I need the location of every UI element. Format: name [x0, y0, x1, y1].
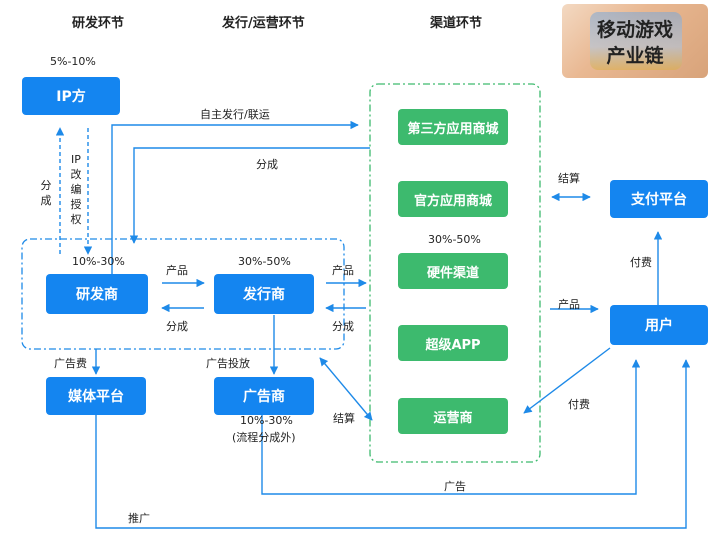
label-dev-pct: 10%-30%	[72, 255, 125, 268]
node-super-app: 超级APP	[398, 325, 508, 361]
label-ad-pct: 10%-30%	[240, 414, 293, 427]
label-ad-pct-note: (流程分成外)	[232, 431, 296, 444]
label-pay-fee: 付费	[630, 256, 652, 269]
label-share-ip: 分成	[40, 179, 52, 207]
badge-line1: 移动游戏	[596, 19, 673, 41]
header-channel: 渠道环节	[430, 16, 483, 31]
label-self-publish: 自主发行/联运	[200, 108, 270, 121]
node-advertiser: 广告商	[214, 377, 314, 415]
label-share-pub-dev: 分成	[166, 320, 188, 333]
header-rd: 研发环节	[72, 16, 125, 31]
node-media: 媒体平台	[46, 377, 146, 415]
phone-image	[590, 12, 682, 70]
label-product-pub-ch: 产品	[332, 264, 354, 277]
label-share-ch-pub: 分成	[332, 320, 354, 333]
node-ip: IP方	[22, 77, 120, 115]
label-promote: 推广	[128, 512, 150, 525]
node-operator: 运营商	[398, 398, 508, 434]
label-channel-pct: 30%-50%	[428, 233, 481, 246]
label-settle-pub: 结算	[333, 412, 355, 425]
badge-line2: 产业链	[606, 45, 664, 67]
label-product-dev-pub: 产品	[166, 264, 188, 277]
label-ip-license: IP改编授权	[70, 153, 82, 226]
label-share-top: 分成	[256, 158, 278, 171]
label-pay-fee-op: 付费	[568, 398, 590, 411]
label-product-user: 产品	[558, 298, 580, 311]
title-badge: 移动游戏 产业链	[562, 4, 708, 78]
node-publisher: 发行商	[214, 274, 314, 314]
label-ad: 广告	[444, 480, 466, 493]
node-official-store: 官方应用商城	[398, 181, 508, 217]
label-ip-pct: 5%-10%	[50, 55, 96, 68]
label-pub-pct: 30%-50%	[238, 255, 291, 268]
label-ad-fee: 广告费	[54, 357, 87, 370]
label-ad-place: 广告投放	[206, 357, 250, 370]
node-user: 用户	[610, 305, 708, 345]
label-settle-pay: 结算	[558, 172, 580, 185]
header-publish: 发行/运营环节	[222, 16, 305, 31]
node-payment: 支付平台	[610, 180, 708, 218]
node-developer: 研发商	[46, 274, 148, 314]
node-hardware: 硬件渠道	[398, 253, 508, 289]
node-third-party-store: 第三方应用商城	[398, 109, 508, 145]
